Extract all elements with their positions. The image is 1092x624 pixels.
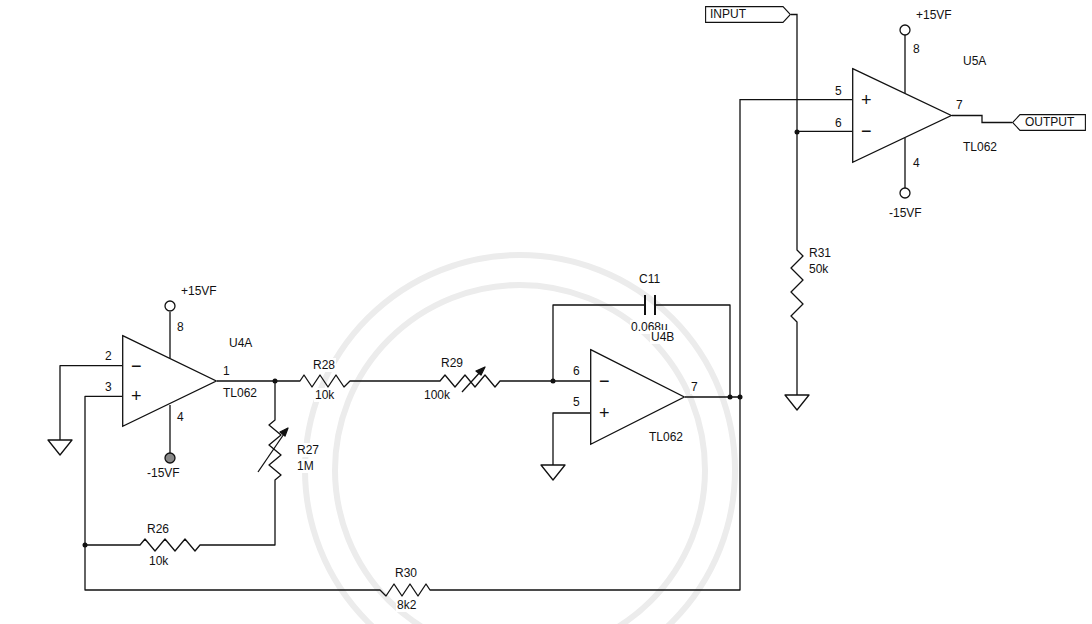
pin-number: 7 [690,380,699,394]
signal-wire [952,116,1012,123]
supply-label: -15VF [888,206,923,220]
pin-number: 8 [176,320,185,334]
input-polarity: + [861,91,872,109]
input-polarity: − [131,357,142,375]
part-name: R29 [440,356,464,370]
supply-terminal [900,188,910,198]
input-polarity: + [599,404,610,422]
signal-name: INPUT [710,8,746,21]
seal-watermark [305,255,735,624]
part-name: C11 [638,272,661,286]
part-name: U4B [650,330,675,344]
pin-number: 4 [912,156,921,170]
input-polarity: − [861,122,872,140]
ground-symbol [785,395,809,410]
component-value: 1M [296,459,315,473]
component-value: 8k2 [396,598,417,612]
part-name: U5A [962,54,987,68]
wire [655,305,730,397]
component-value: 10k [314,388,335,402]
part-name: R30 [394,566,418,580]
signal-flag: OUTPUT [1012,114,1086,131]
opamp-triangle [122,335,217,427]
resistor-symbol [85,396,740,596]
wire [553,381,590,465]
supply-terminal [900,25,910,35]
pin-number: 5 [572,395,581,409]
pin-number: 7 [955,98,964,112]
component-value: 100k [423,388,451,402]
input-polarity: − [599,372,610,390]
pin-number: 1 [222,364,231,378]
capacitor-symbol [645,295,655,315]
potentiometer-arrow [280,428,288,436]
signal-name: OUTPUT [1025,116,1074,129]
opamp-triangle [852,68,952,163]
ground-symbol [541,465,565,480]
supply-label: +15VF [180,284,218,298]
opamp-symbol: −+ [122,335,217,427]
pin-number: 8 [912,42,921,56]
part-name: R26 [146,522,170,536]
part-name: R27 [296,443,320,457]
part-type: TL062 [648,430,684,444]
junction-dots [83,130,800,548]
potentiometer-arrow [258,431,286,472]
resistor-symbol [217,305,645,387]
signal-wire [685,100,852,397]
resistor-symbol [791,132,803,395]
part-name: U4A [228,336,253,350]
input-polarity: + [131,387,142,405]
supply-label: +15VF [915,8,953,22]
pin-number: 4 [176,410,185,424]
component-value: 50k [808,262,829,276]
component-value: 10k [148,554,169,568]
part-name: R28 [312,358,336,372]
part-type: TL062 [222,386,258,400]
signal-wire [791,15,852,132]
opamp-symbol: +− [852,68,952,163]
pin-number: 5 [834,84,843,98]
pin-number: 6 [572,364,581,378]
pin-number: 6 [834,116,843,130]
potentiometer-arrow [476,367,485,375]
pin-number: 2 [104,349,113,363]
signal-flag: INPUT [705,6,791,23]
supply-label: -15VF [146,466,181,480]
part-type: TL062 [962,140,998,154]
supply-terminal [165,301,175,311]
resistor-symbol [85,381,281,551]
ground-symbol [48,440,72,455]
supply-terminal [165,453,175,463]
part-name: R31 [808,246,832,260]
pin-number: 3 [104,380,113,394]
wire [60,366,122,440]
